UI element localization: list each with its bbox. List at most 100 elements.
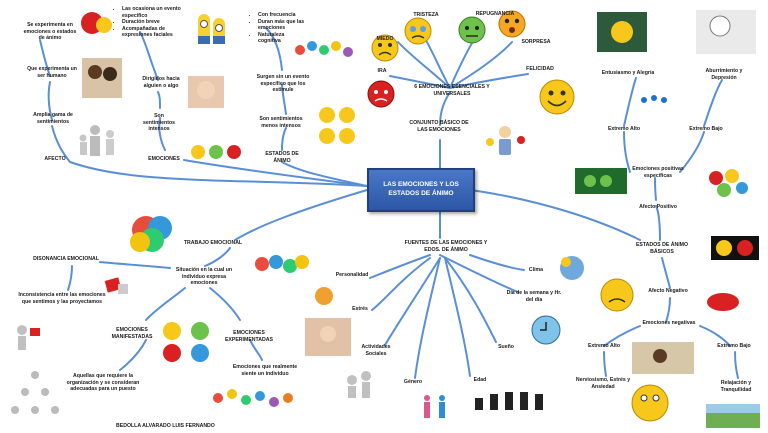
mood-trait-item: Duran más que las emociones bbox=[258, 19, 308, 32]
label-actividades: Actividades Sociales bbox=[361, 344, 391, 357]
label-trabajo: TRABAJO EMOCIONAL bbox=[183, 240, 243, 246]
label-ira: IRA bbox=[377, 68, 387, 74]
label-afecto-negativo: Afecto Negativo bbox=[648, 288, 688, 294]
emotion-trait-item: Las ocasiona un evento especifico bbox=[122, 6, 184, 19]
label-extremo-alto: Extremo Alto bbox=[607, 126, 641, 132]
colorful-crowd-icon bbox=[213, 389, 293, 407]
label-entusiasmo: Entusiasmo y Alegría bbox=[601, 70, 655, 76]
label-estres: Estrés bbox=[352, 306, 368, 312]
colorful-smileys-icon bbox=[709, 169, 748, 197]
central-title-line1: LAS EMOCIONES Y LOS bbox=[383, 181, 459, 189]
author-name: BEDOLLA ALVARADO LUIS FERNANDO bbox=[116, 423, 215, 429]
label-miedo: MIEDO bbox=[376, 36, 394, 42]
label-aburrimiento: Aburrimiento y Depresión bbox=[705, 68, 743, 81]
mood-trait-item: Con frecuencia bbox=[258, 12, 308, 19]
angry-red-emoji-icon bbox=[707, 293, 739, 311]
weather-globe-icon bbox=[560, 256, 584, 280]
label-afecto-positivo: Afecto Positivo bbox=[639, 204, 677, 210]
emotion-trait-item: Acompañadas de expresiones faciales bbox=[122, 26, 184, 39]
label-tristeza: TRISTEZA bbox=[413, 12, 439, 18]
label-dia: Día de la semana y Hr. del día bbox=[506, 290, 562, 303]
dancing-figures-icon bbox=[636, 92, 672, 112]
branch-lines bbox=[39, 27, 739, 379]
mood-trait-item: Naturaleza cognitiva bbox=[258, 32, 308, 45]
label-sorpresa: SORPRESA bbox=[521, 39, 551, 45]
disgust-emoji-icon bbox=[458, 16, 486, 44]
crowd-figures-icon bbox=[295, 41, 353, 57]
central-title-line2: ESTADOS DE ÁNIMO bbox=[388, 190, 454, 197]
label-manifestadas: EMOCIONES MANIFESTADAS bbox=[111, 327, 153, 340]
label-menos: Son sentimientos menos intensos bbox=[259, 116, 303, 129]
label-aquellas: Aquellas que requiere la organización y … bbox=[66, 373, 140, 392]
label-intensos: Son sentimientos intensos bbox=[143, 113, 175, 132]
label-emociones: EMOCIONES bbox=[148, 156, 180, 162]
happy-emoji-icon bbox=[539, 79, 575, 115]
surprise-emoji-icon bbox=[498, 10, 526, 38]
upset-emoji-icon bbox=[600, 278, 634, 312]
emotion-trait-item: Duración breve bbox=[122, 19, 184, 26]
label-personalidad: Personalidad bbox=[335, 272, 369, 278]
label-extremo-bajo: Extremo Bajo bbox=[689, 126, 723, 132]
label-realmente: Emociones que realmente siente un indivi… bbox=[232, 364, 298, 377]
couple-photo-icon bbox=[82, 58, 122, 98]
minions-icon bbox=[198, 14, 225, 44]
juggler-icon bbox=[486, 126, 525, 155]
label-basicos: ESTADOS DE ÁNIMO BÁSICOS bbox=[635, 242, 689, 255]
smiley-hands-icon bbox=[597, 12, 647, 52]
label-extremo-alto-2: Extremo Alto bbox=[587, 343, 621, 349]
people-circle-icon bbox=[130, 216, 172, 252]
label-estados: ESTADOS DE ÁNIMO bbox=[265, 151, 299, 164]
label-afecto: AFECTO bbox=[44, 156, 66, 162]
label-nerviosismo: Nerviosismo, Estrés y Ansiedad bbox=[575, 377, 631, 390]
central-topic: LAS EMOCIONES Y LOS ESTADOS DE ÁNIMO bbox=[367, 168, 475, 212]
label-sueno: Sueño bbox=[498, 344, 514, 350]
people-pyramid-icon bbox=[11, 371, 59, 414]
social-people-icon bbox=[347, 371, 371, 398]
broken-puzzle-icon bbox=[104, 277, 128, 294]
clock-woman-icon bbox=[696, 10, 756, 54]
label-dirigidos: Dirigidos hacia alguien o algo bbox=[142, 76, 180, 89]
label-felicidad: FELICIDAD bbox=[526, 66, 554, 72]
worried-emoji-icon bbox=[631, 384, 669, 422]
sleeping-clock-icon bbox=[531, 315, 561, 345]
stressed-person-photo-icon bbox=[305, 318, 351, 356]
label-extremo-bajo-2: Extremo Bajo bbox=[717, 343, 751, 349]
sad-emoji-icon bbox=[371, 34, 399, 62]
label-negativas: Emociones negativas bbox=[642, 320, 696, 326]
happy-sad-faces-icon bbox=[711, 236, 759, 260]
label-experimentadas: EMOCIONES EXPERIMENTADAS bbox=[224, 330, 274, 343]
mood-traits-list: Con frecuencia Duran más que las emocion… bbox=[252, 12, 308, 45]
label-situacion: Situación en la cual un individuo expres… bbox=[175, 267, 233, 286]
label-relajacion: Relajación y Tranquilidad bbox=[720, 380, 752, 393]
emotion-faces-icon bbox=[191, 145, 241, 159]
green-smileys-icon bbox=[575, 168, 627, 194]
family-figures-icon bbox=[79, 125, 114, 156]
label-experimenta: Se experimenta en emociones o estados de… bbox=[23, 22, 77, 41]
label-clima: Clima bbox=[528, 267, 544, 273]
label-amplia: Amplia gama de sentimientos bbox=[33, 112, 73, 125]
expressive-faces-icon bbox=[163, 322, 209, 362]
team-figures-icon bbox=[255, 255, 309, 273]
label-positivas: Emociones positivas específicas bbox=[632, 166, 684, 179]
label-genero: Género bbox=[403, 379, 423, 385]
landscape-photo-icon bbox=[706, 404, 760, 428]
mood-emojis-icon bbox=[319, 107, 355, 144]
label-conjunto: CONJUNTO BÁSICO DE LAS EMOCIONES bbox=[409, 120, 469, 133]
label-inconsistencia: Inconsistencia entre las emociones que s… bbox=[18, 292, 106, 305]
apple-emoji-photo-icon bbox=[81, 12, 112, 34]
label-fuentes: FUENTES DE LAS EMOCIONES Y EDOS. DE ÁNIM… bbox=[404, 240, 488, 253]
label-universales: 6 EMOCIONES ESENCIALES Y UNIVERSALES bbox=[414, 84, 490, 97]
label-disonancia: DISONANCIA EMOCIONAL bbox=[33, 256, 99, 262]
label-edad: Edad bbox=[473, 377, 487, 383]
crying-emoji-icon bbox=[404, 17, 432, 45]
emotion-traits-list: Las ocasiona un evento especifico Duraci… bbox=[116, 6, 184, 39]
label-repugnancia: REPUGNANCIA bbox=[475, 11, 515, 17]
gender-figures-icon bbox=[424, 395, 445, 418]
label-surgen: Surgen sin un evento específico que los … bbox=[256, 74, 310, 93]
label-humano: Que experimenta un ser humano bbox=[27, 66, 77, 79]
baby-photo-icon bbox=[188, 76, 224, 108]
stressed-man-icon bbox=[632, 342, 694, 374]
figure-pointing-icon bbox=[17, 325, 40, 350]
angry-emoji-icon bbox=[367, 80, 395, 108]
